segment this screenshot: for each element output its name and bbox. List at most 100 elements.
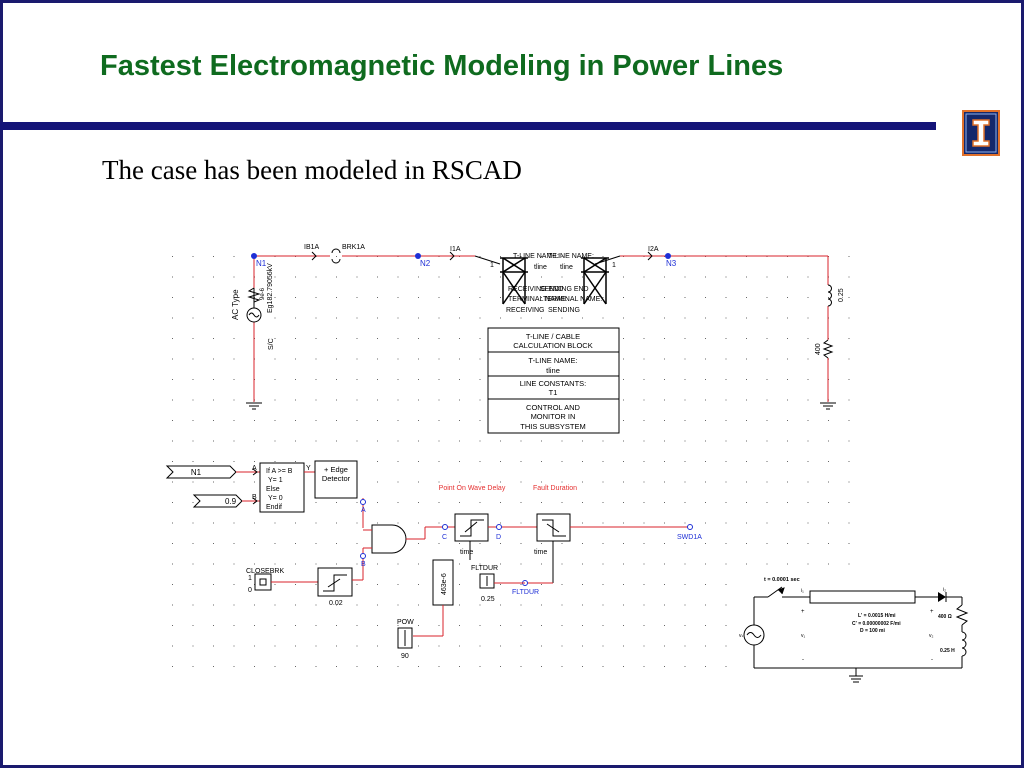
grid-dot [643, 358, 645, 360]
grid-dot [336, 379, 337, 380]
closebrk-button[interactable] [254, 573, 272, 591]
grid-dot [746, 563, 747, 565]
grid-dot [213, 420, 214, 421]
grid-dot [643, 522, 645, 524]
grid-dot [356, 276, 358, 278]
grid-dot [295, 625, 296, 626]
ground-icon [820, 402, 836, 410]
grid-dot [459, 276, 460, 278]
grid-dot [807, 502, 809, 503]
edge-detector-l2: Detector [322, 474, 351, 483]
grid-dot [479, 502, 481, 503]
grid-dot [520, 645, 522, 647]
grid-dot [315, 584, 317, 585]
distance: D = 100 mi [860, 628, 885, 634]
grid-dot [295, 297, 296, 298]
grid-dot [315, 297, 317, 298]
grid-dot [746, 317, 747, 319]
grid-dot [254, 666, 255, 667]
grid-dot [602, 604, 604, 606]
grid-dot [479, 297, 481, 298]
grid-dot [807, 317, 809, 319]
grid-dot [766, 338, 768, 339]
grid-dot [807, 481, 809, 483]
grid-dot [664, 338, 665, 339]
grid-dot [397, 276, 399, 278]
minus-left: - [802, 657, 804, 663]
grid-dot [582, 276, 583, 278]
grid-dot [541, 481, 542, 483]
grid-dot [623, 502, 624, 503]
grid-dot [192, 297, 194, 298]
grid-dot [520, 604, 522, 606]
grid-dot [500, 481, 501, 483]
slide-title: Fastest Electromagnetic Modeling in Powe… [100, 50, 784, 82]
grid-dot [664, 420, 665, 421]
illinois-block-i-icon [962, 110, 1000, 156]
grid-dot [848, 522, 850, 524]
grid-dot [807, 338, 809, 339]
closebrk-0: 0 [248, 587, 252, 594]
grid-dot [787, 481, 788, 483]
grid-dot [541, 276, 542, 278]
grid-dot [479, 399, 481, 401]
grid-dot [807, 358, 809, 360]
grid-dot [233, 543, 235, 544]
grid-dot [643, 563, 645, 565]
grid-dot [684, 502, 686, 503]
grid-dot [315, 399, 317, 401]
grid-dot [725, 297, 727, 298]
grid-dot [192, 604, 194, 606]
step-block [317, 567, 353, 597]
grid-dot [254, 604, 255, 606]
tline-name-right: T-LINE NAME: [548, 253, 594, 260]
ground-icon [849, 668, 863, 683]
source-extra: 9e-6 [260, 287, 266, 300]
grid-dot [397, 399, 399, 401]
grid-dot [172, 256, 173, 257]
grid-dot [623, 522, 624, 524]
grid-dot [172, 420, 173, 421]
grid-dot [787, 379, 788, 380]
grid-dot [356, 604, 358, 606]
grid-dot [664, 502, 665, 503]
grid-dot [172, 481, 173, 483]
grid-dot [623, 338, 624, 339]
grid-dot [766, 317, 768, 319]
grid-dot [623, 563, 624, 565]
grid-dot [254, 563, 255, 565]
calc-name-l2: tline [546, 366, 560, 375]
grid-dot [233, 399, 235, 401]
grid-dot [766, 481, 768, 483]
grid-dot [377, 297, 378, 298]
grid-dot [705, 522, 706, 524]
grid-dot [397, 604, 399, 606]
grid-dot [602, 625, 604, 626]
grid-dot [192, 256, 194, 257]
grid-dot [746, 358, 747, 360]
and-a-label: A [361, 507, 366, 514]
grid-dot [664, 379, 665, 380]
fltdur-value: 0.25 [481, 596, 495, 603]
grid-dot [213, 604, 214, 606]
inductor-icon [961, 631, 967, 657]
grid-dot [254, 522, 255, 524]
inset-circuit: t = 0.0001 sec i₁ i₂ L' = 0.0015 H/mi C'… [735, 570, 970, 683]
grid-dot [418, 440, 419, 442]
grid-dot [848, 399, 850, 401]
grid-dot [787, 543, 788, 544]
grid-dot [746, 379, 747, 380]
label-ib1a: IB1A [304, 244, 320, 251]
grid-dot [479, 461, 481, 462]
grid-dot [356, 543, 358, 544]
tline-val-right: tline [560, 264, 573, 271]
grid-dot [459, 604, 460, 606]
grid-dot [705, 358, 706, 360]
grid-dot [848, 563, 850, 565]
grid-dot [192, 338, 194, 339]
grid-dot [561, 645, 563, 647]
grid-dot [172, 317, 173, 319]
grid-dot [500, 584, 501, 585]
grid-dot [725, 543, 727, 544]
